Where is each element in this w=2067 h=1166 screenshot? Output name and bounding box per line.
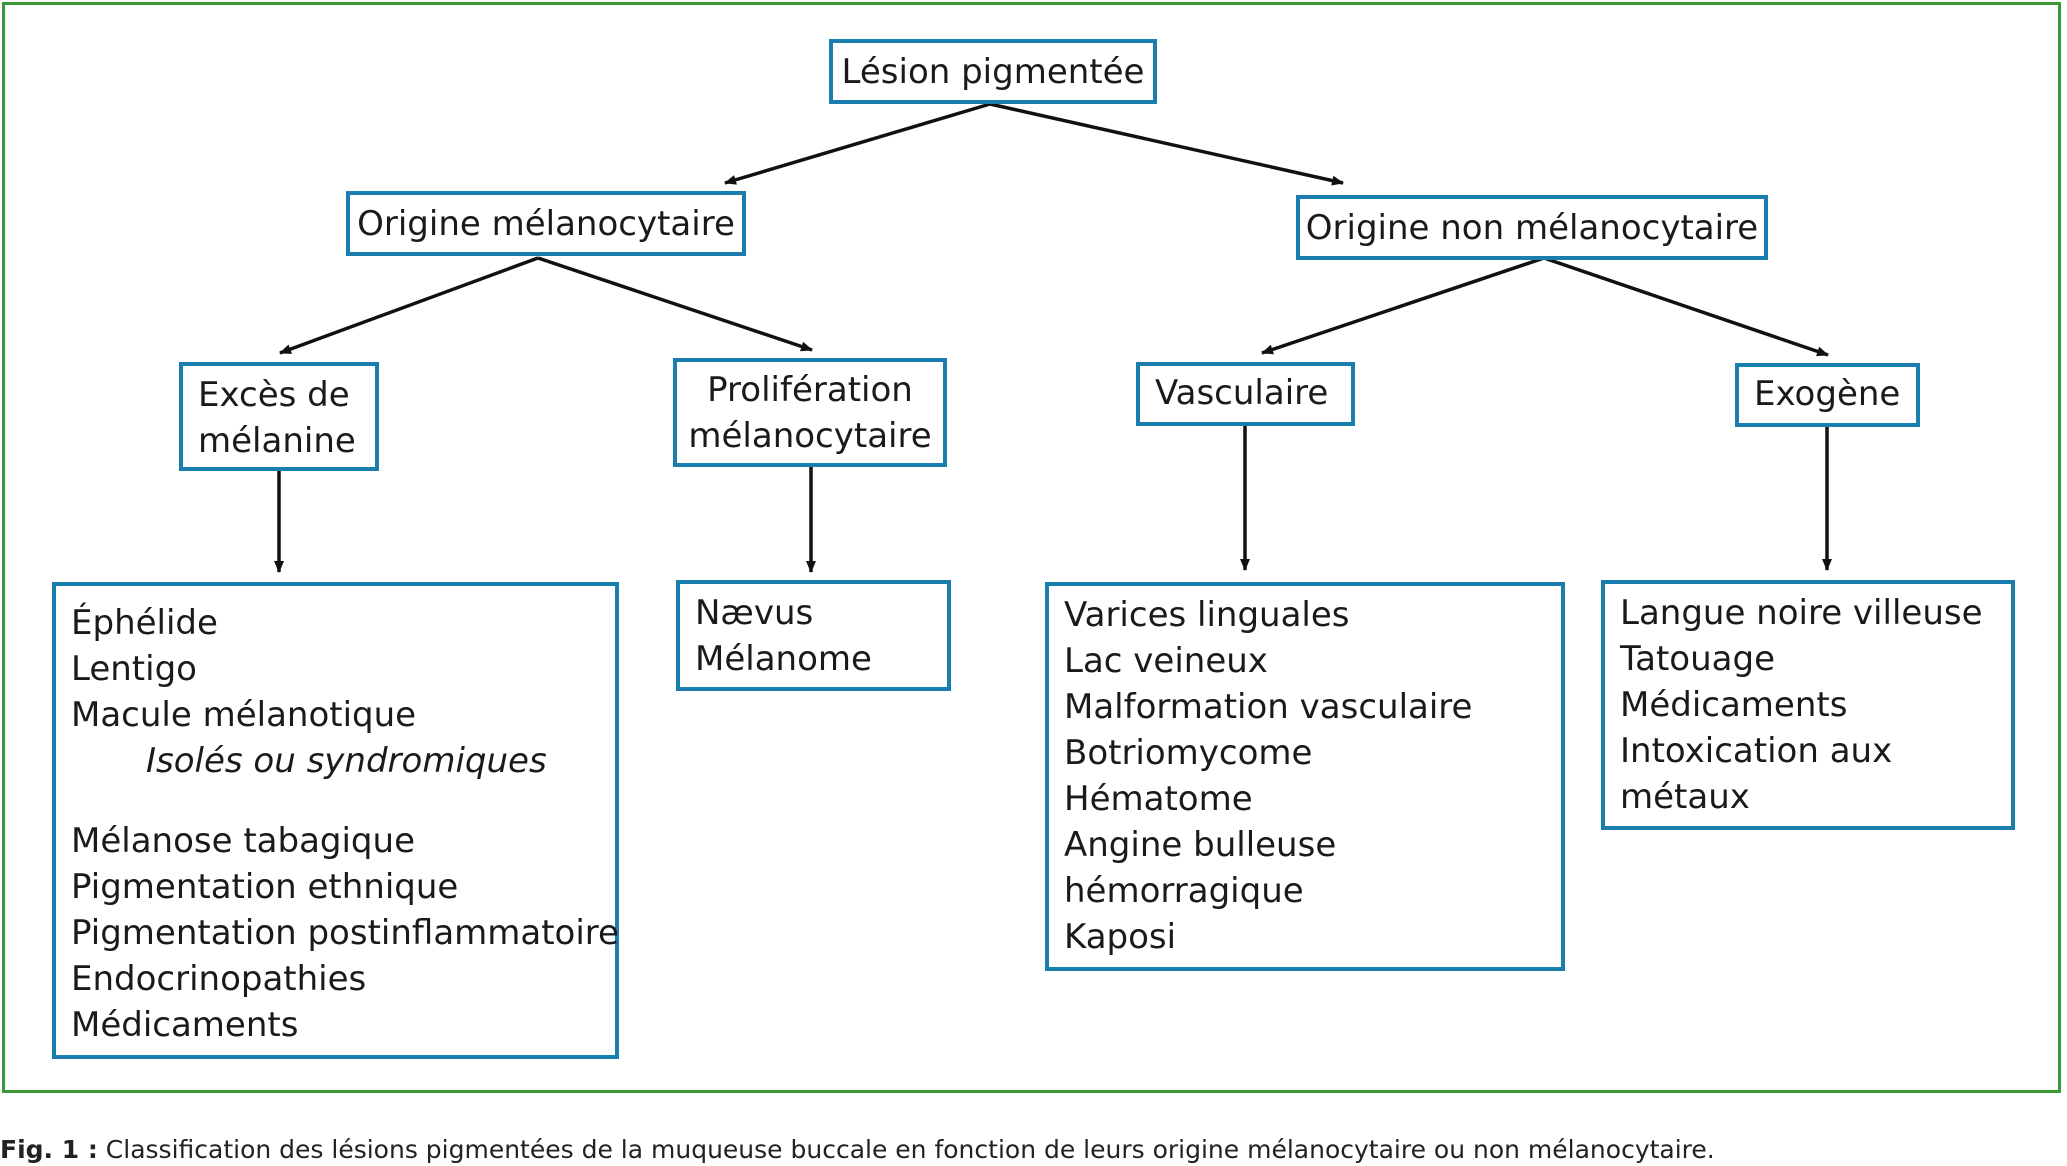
caption-label: Fig. 1 :	[0, 1135, 98, 1164]
arrow-melanocytaire-to-proliferation	[537, 256, 813, 352]
node-origine-melanocytaire: Origine mélanocytaire	[346, 191, 746, 256]
figure-caption: Fig. 1 : Classification des lésions pigm…	[0, 1135, 1715, 1164]
arrow-non-melanocytaire-to-vasculaire	[1261, 256, 1545, 355]
arrow-melanocytaire-to-exces	[279, 256, 539, 355]
node-vasculaire: Vasculaire	[1136, 362, 1355, 426]
list-item: Mélanose tabagique	[71, 821, 415, 861]
caption-text: Classification des lésions pigmentées de…	[105, 1135, 1715, 1164]
node-label-line: Excès de	[198, 375, 350, 415]
node-exces-de-melanine: Excès de mélanine	[179, 362, 379, 471]
list-item: Angine bulleuse	[1064, 825, 1337, 865]
node-label: Origine mélanocytaire	[357, 203, 735, 244]
diagram-frame	[2, 2, 2061, 1093]
list-item: Lac veineux	[1064, 641, 1268, 681]
list-item: Tatouage	[1620, 639, 1775, 679]
node-origine-non-melanocytaire: Origine non mélanocytaire	[1296, 195, 1768, 260]
list-exogene: Langue noire villeuse Tatouage Médicamen…	[1601, 580, 2015, 830]
list-item: Éphélide	[71, 603, 218, 643]
list-item: métaux	[1620, 777, 1750, 817]
node-label-line: mélanine	[198, 421, 356, 461]
node-proliferation-melanocytaire: Prolifération mélanocytaire	[673, 358, 947, 467]
list-item: Médicaments	[1620, 685, 1848, 725]
list-item: Malformation vasculaire	[1064, 687, 1473, 727]
list-item: Botriomycome	[1064, 733, 1313, 773]
node-label: Vasculaire	[1155, 373, 1329, 413]
list-spacer	[71, 784, 615, 818]
list-item: Kaposi	[1064, 917, 1177, 957]
list-note: Isolés ou syndromiques	[146, 741, 547, 781]
list-item: Lentigo	[71, 649, 197, 689]
node-label: Exogène	[1754, 374, 1901, 414]
list-item: Macule mélanotique	[71, 695, 417, 735]
arrow-root-to-melanocytaire	[724, 102, 991, 185]
arrow-non-melanocytaire-to-exogene	[1543, 256, 1829, 357]
node-label-line: Prolifération	[707, 369, 913, 410]
list-exces-de-melanine: Éphélide Lentigo Macule mélanotique Isol…	[52, 582, 619, 1059]
list-item: Pigmentation ethnique	[71, 867, 459, 907]
list-item: Endocrinopathies	[71, 959, 367, 999]
list-item: hémorragique	[1064, 871, 1304, 911]
list-proliferation: Nævus Mélanome	[676, 580, 951, 691]
list-item: Varices linguales	[1064, 595, 1350, 635]
arrow-root-to-non-melanocytaire	[989, 102, 1344, 186]
list-item: Mélanome	[695, 639, 872, 679]
list-item: Nævus	[695, 593, 814, 633]
node-label: Lésion pigmentée	[841, 51, 1145, 92]
node-label: Origine non mélanocytaire	[1305, 207, 1759, 248]
node-exogene: Exogène	[1735, 363, 1920, 427]
list-item: Hématome	[1064, 779, 1253, 819]
node-lesion-pigmentee: Lésion pigmentée	[829, 39, 1157, 104]
list-item: Médicaments	[71, 1005, 299, 1045]
list-item: Pigmentation postinflammatoire	[71, 913, 619, 953]
list-item: Intoxication aux	[1620, 731, 1893, 771]
node-label-line: mélanocytaire	[688, 415, 932, 456]
list-vasculaire: Varices linguales Lac veineux Malformati…	[1045, 582, 1565, 971]
list-item: Langue noire villeuse	[1620, 593, 1983, 633]
